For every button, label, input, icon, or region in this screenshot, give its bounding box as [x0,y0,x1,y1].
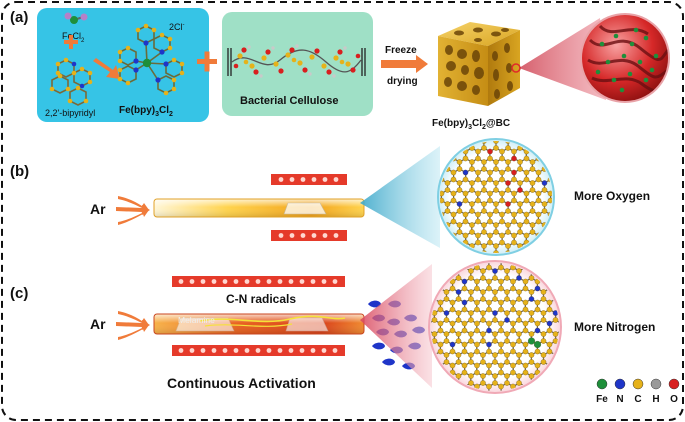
result-label-c: More Nitrogen [574,320,655,334]
plus-icon-small [64,35,78,49]
legend-item-c: C [632,378,644,405]
heater-bar-top-c [172,276,345,287]
heater-bar-bottom-b [271,230,347,241]
legend-atom-icon [632,378,644,390]
fe-bpy-complex-icon [117,23,185,96]
heater-bar-bottom-c [172,345,345,356]
bipyridyl-atoms [49,57,93,104]
panel-c-label: (c) [10,285,28,302]
panel-a-label: (a) [10,9,28,26]
cellulose-chain-icon [227,44,366,78]
tube-furnace-b [153,198,365,218]
zoom-cone-b [360,146,440,248]
zoom-cone-c [360,264,432,388]
bipyridyl-label: 2,2'-bipyridyl [45,108,95,118]
product-label: Fe(bpy)3Cl2@BC [432,118,510,131]
gas-flow-arrows-b-icon [116,196,150,225]
melamine-label: Melamine [178,315,215,325]
legend-label: Fe [596,394,608,405]
panel-b-label: (b) [10,163,29,180]
freeze-label: Freeze [385,45,417,56]
legend-atom-icon [596,378,608,390]
complex-charge-label: 2Cl- [169,22,185,32]
legend-item-fe: Fe [596,378,608,405]
graphene-zoom-circle-c [428,260,562,394]
zoom-sphere-a [580,13,670,103]
legend-atom-icon [650,378,662,390]
gas-label-b: Ar [90,201,106,217]
legend-label: C [634,394,641,405]
legend-label: N [616,394,623,405]
gas-flow-arrows-c-icon [116,311,150,340]
zoom-cone-a [519,18,606,100]
gas-label-c: Ar [90,316,106,332]
fecl2-molecule-icon [64,12,88,24]
cn-radicals-label: C-N radicals [226,292,296,306]
freeze-drying-arrow-icon [381,55,428,73]
complex-name-label: Fe(bpy)3Cl2 [119,105,173,118]
legend-item-n: N [614,378,626,405]
tube-furnace-c [153,313,365,335]
continuous-activation-label: Continuous Activation [167,375,316,391]
legend-item-h: H [650,378,662,405]
legend-label: H [652,394,659,405]
bacterial-cellulose-label: Bacterial Cellulose [240,95,338,107]
drying-label: drying [387,76,418,87]
plus-icon-large [197,51,217,72]
reaction-arrow-icon [93,58,120,79]
porous-aerogel-cube-icon [438,22,521,106]
result-label-b: More Oxygen [574,189,650,203]
heater-bar-top-b [271,174,347,185]
legend-label: O [670,394,678,405]
legend-item-o: O [668,378,680,405]
legend-atom-icon [614,378,626,390]
graphene-zoom-circle-b [437,138,555,256]
legend-atom-icon [668,378,680,390]
bacterial-cellulose-box [222,12,373,116]
